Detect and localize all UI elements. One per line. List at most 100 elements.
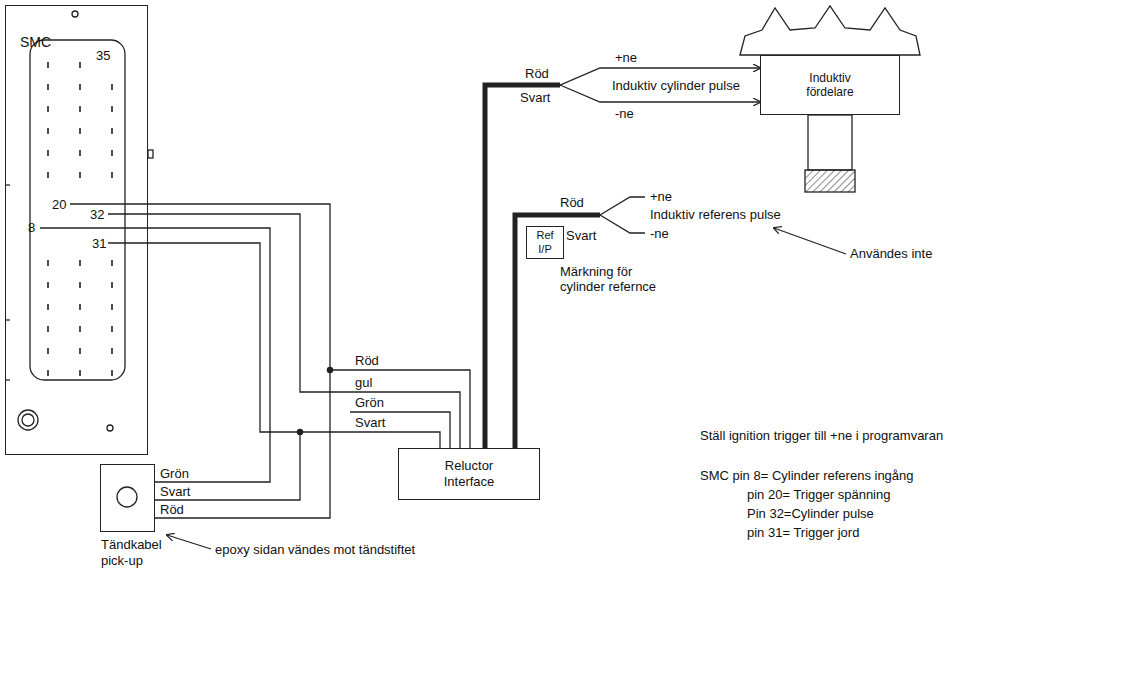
pin-mark	[79, 348, 81, 354]
pin-mark	[79, 150, 81, 156]
pin-mark	[111, 128, 113, 134]
wire-label: +ne	[650, 189, 672, 204]
wire	[600, 197, 645, 215]
node-text: SMC	[20, 34, 51, 51]
wire-label: pin 20= Trigger spänning	[747, 487, 890, 502]
wire-label: Grön	[355, 395, 384, 410]
wire	[155, 370, 330, 518]
node-text: Induktiv fördelare	[785, 71, 875, 100]
pin-mark	[79, 128, 81, 134]
node-text: Reluctor Interface	[429, 458, 509, 489]
pin-mark	[111, 84, 113, 90]
pin-mark	[79, 326, 81, 332]
pin-mark	[79, 260, 81, 266]
pin-number: 31	[92, 236, 106, 251]
pin-mark	[111, 106, 113, 112]
wire-label: Röd	[525, 66, 549, 81]
pin-mark	[47, 172, 49, 178]
wire-label: -ne	[650, 226, 669, 241]
distributor-cap	[740, 6, 920, 55]
wire-label: -ne	[615, 106, 634, 121]
pin-mark	[79, 62, 81, 68]
pin-mark	[79, 370, 81, 376]
distributor-shaft	[808, 115, 852, 170]
pin-mark	[47, 150, 49, 156]
wire-connector	[148, 204, 470, 448]
pin-mark	[111, 150, 113, 156]
mount-hole	[18, 410, 38, 430]
wire-connector	[485, 68, 760, 448]
node-text: Tändkabel pick-up	[101, 537, 173, 568]
pin-mark	[111, 172, 113, 178]
pin-mark	[47, 304, 49, 310]
wire	[600, 215, 645, 233]
pin-number: 35	[96, 48, 110, 63]
mount-hole	[22, 414, 34, 426]
pin-mark	[79, 172, 81, 178]
pin-number: 32	[90, 207, 104, 222]
wire-label: Ställ ignition trigger till +ne i progra…	[700, 428, 943, 443]
wire-label: SMC pin 8= Cylinder referens ingång	[700, 468, 914, 483]
pickup-sensor	[117, 487, 137, 507]
wire-label: Röd	[355, 353, 379, 368]
pin-mark	[79, 106, 81, 112]
pin-mark	[111, 348, 113, 354]
wire-label: Pin 32=Cylinder pulse	[747, 506, 874, 521]
pin-mark	[47, 370, 49, 376]
node-text: Ref I/P	[530, 229, 560, 255]
pin-number: 20	[52, 197, 66, 212]
pin-mark	[47, 260, 49, 266]
pin-mark	[111, 304, 113, 310]
wire-label: Röd	[560, 195, 584, 210]
pin-mark	[47, 84, 49, 90]
cable	[515, 215, 600, 448]
pin-mark	[111, 326, 113, 332]
pin-mark	[47, 326, 49, 332]
interface-box: Reluctor Interface	[398, 448, 540, 500]
pin-number: 8	[28, 220, 35, 235]
wire	[350, 412, 450, 448]
wire-label: Svart	[160, 484, 190, 499]
pin-mark	[79, 84, 81, 90]
cable	[485, 85, 560, 448]
pickup-box: Tändkabel pick-up	[100, 464, 155, 532]
distributor-body: Induktiv fördelare	[760, 55, 900, 115]
pin-mark	[79, 282, 81, 288]
wire-label: gul	[355, 375, 372, 390]
pin-mark	[111, 260, 113, 266]
wire-label: epoxy sidan vändes mot tändstiftet	[215, 542, 415, 557]
wire	[108, 214, 460, 448]
wire-label: Märkning för cylinder refernce	[560, 264, 672, 294]
wire	[108, 243, 300, 432]
wire-label: Svart	[355, 415, 385, 430]
connector-socket	[30, 40, 125, 380]
wire-label: Induktiv cylinder pulse	[612, 78, 740, 93]
housing-notch	[148, 150, 153, 158]
leader-arrow	[167, 535, 211, 549]
wire-label: Röd	[160, 502, 184, 517]
wire-label: Grön	[160, 466, 189, 481]
wire-label: Svart	[566, 228, 596, 243]
wire-label: Induktiv referens pulse	[650, 207, 781, 222]
mount-hole	[107, 425, 113, 431]
wire-label: +ne	[615, 50, 637, 65]
wire	[70, 203, 148, 204]
wire-label: Användes inte	[850, 246, 932, 261]
pin-mark	[47, 282, 49, 288]
wire-label: Svart	[520, 90, 550, 105]
wire-label: pin 31= Trigger jord	[747, 525, 859, 540]
pin-mark	[47, 62, 49, 68]
wire	[40, 227, 148, 228]
pin-row	[48, 62, 112, 376]
pin-mark	[47, 348, 49, 354]
pin-mark	[79, 304, 81, 310]
marker-tag: Ref I/P	[526, 226, 564, 259]
distributor-gear	[805, 170, 855, 192]
pin-mark	[111, 370, 113, 376]
connector-housing: SMC	[5, 5, 148, 455]
pin-mark	[47, 128, 49, 134]
pin-mark	[111, 282, 113, 288]
pin-mark	[47, 106, 49, 112]
